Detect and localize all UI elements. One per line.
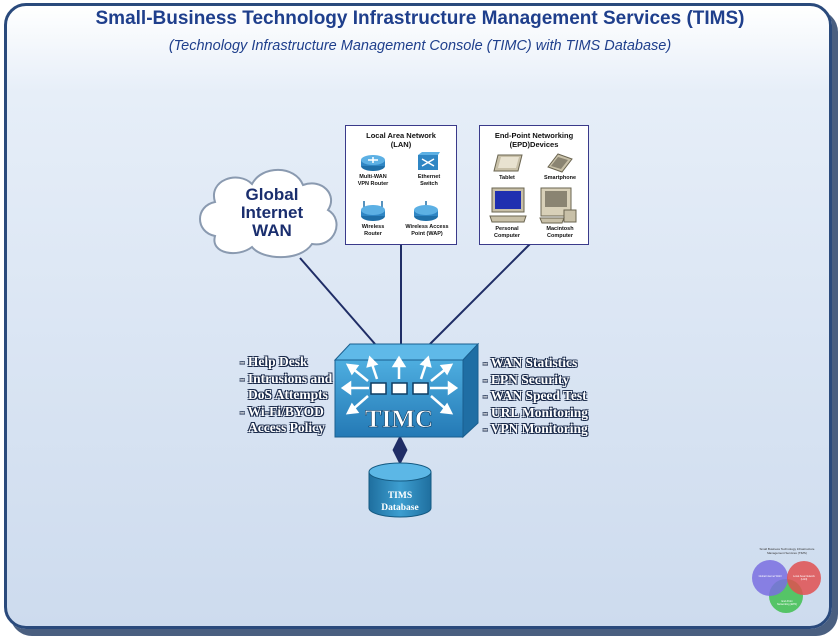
right-feature-1: - EPN Security bbox=[483, 371, 570, 387]
page-title: Small-Business Technology Infrastructure… bbox=[95, 8, 745, 29]
epd-link-line bbox=[429, 243, 531, 345]
lan-device-1-line1: Ethernet bbox=[417, 174, 441, 180]
lan-device-0-line2: VPN Router bbox=[357, 180, 389, 187]
cloud-label-line1: Global bbox=[245, 185, 299, 204]
switch-icon bbox=[418, 152, 440, 170]
wireless-router-icon bbox=[361, 201, 385, 221]
database-label-line1: TIMS bbox=[388, 491, 412, 501]
logo-circle-lan bbox=[787, 561, 821, 595]
epd-device-0-line1: Tablet bbox=[499, 175, 515, 181]
page-subtitle: (Technology Infrastructure Management Co… bbox=[168, 38, 672, 54]
lan-device-3-line1: Wireless Access bbox=[405, 224, 449, 230]
logo-circle-wan bbox=[752, 560, 788, 596]
database-label-line2: Database bbox=[381, 503, 418, 513]
cloud-label-line3: WAN bbox=[252, 221, 292, 240]
cloud-label-line2: Internet bbox=[240, 203, 304, 222]
access-point-icon bbox=[414, 201, 438, 221]
lan-device-2-line2: Router bbox=[364, 230, 382, 237]
lan-device-wireless-router: Wireless Router bbox=[348, 224, 398, 237]
lan-panel-title: Local Area Network (LAN) bbox=[346, 131, 456, 149]
logo-title-line1: Small Business Technology Infrastructure bbox=[759, 547, 815, 551]
epd-device-personal-computer: Personal Computer bbox=[484, 226, 530, 239]
epd-device-2-line1: Personal bbox=[495, 226, 519, 232]
macintosh-computer-icon bbox=[539, 187, 577, 224]
epd-title-line2: (EPD)Devices bbox=[509, 140, 559, 149]
lan-device-2-line1: Wireless bbox=[361, 224, 385, 230]
tablet-icon bbox=[493, 154, 523, 172]
lan-device-3-line2: Point (WAP) bbox=[411, 230, 443, 237]
tims-database: TIMS Database bbox=[368, 462, 432, 518]
lan-title-line2: (LAN) bbox=[390, 140, 412, 149]
lan-device-1-line2: Switch bbox=[420, 180, 438, 187]
lan-device-switch: Ethernet Switch bbox=[404, 174, 454, 187]
left-feature-4: Access Policy bbox=[248, 420, 325, 435]
lan-device-access-point: Wireless Access Point (WAP) bbox=[398, 224, 456, 237]
logo-circles bbox=[752, 560, 821, 613]
epd-device-3-line1: Macintosh bbox=[546, 226, 574, 232]
right-feature-0: - WAN Statistics bbox=[483, 355, 578, 370]
epd-panel-title: End-Point Networking (EPD)Devices bbox=[480, 131, 588, 149]
left-feature-3: - Wi-Fi/BYOD bbox=[240, 403, 324, 419]
epd-device-smartphone: Smartphone bbox=[534, 175, 586, 182]
diagram-frame bbox=[4, 3, 832, 629]
right-feature-2: - WAN Speed Test bbox=[483, 388, 587, 403]
left-feature-2: DoS Attempts bbox=[248, 387, 328, 402]
logo-title: Small Business Technology Infrastructure… bbox=[748, 547, 826, 555]
smartphone-icon bbox=[547, 153, 573, 173]
logo-circle-wan-label: Global Internet WAN bbox=[758, 575, 782, 578]
left-feature-list: - Help Desk - Intrusions and DoS Attempt… bbox=[240, 354, 332, 437]
epd-device-3-line2: Computer bbox=[547, 232, 573, 239]
left-feature-1: - Intrusions and bbox=[240, 370, 333, 386]
epd-device-2-line2: Computer bbox=[494, 232, 520, 239]
timc-console: TIMC bbox=[333, 342, 480, 439]
personal-computer-icon bbox=[489, 187, 527, 223]
logo-title-line2: Management Services (TIMS) bbox=[767, 550, 807, 555]
epd-device-macintosh-computer: Macintosh Computer bbox=[534, 226, 586, 239]
epd-title-line1: End-Point Networking bbox=[494, 131, 574, 140]
timc-label: TIMC bbox=[365, 406, 433, 433]
right-feature-list: - WAN Statistics - EPN Security - WAN Sp… bbox=[483, 355, 588, 438]
left-feature-0: - Help Desk bbox=[240, 354, 308, 369]
cloud-label: Global Internet WAN bbox=[222, 186, 322, 240]
internet-cloud bbox=[199, 169, 338, 259]
epd-device-tablet: Tablet bbox=[484, 175, 530, 182]
lan-device-0-line1: Multi-WAN bbox=[359, 174, 387, 180]
right-feature-3: - URL Monitoring bbox=[483, 404, 589, 420]
logo-circle-lan-label: Local Area Network (LAN) bbox=[793, 575, 815, 581]
lan-title-line1: Local Area Network bbox=[366, 131, 436, 140]
tims-venn-logo: Small Business Technology Infrastructure… bbox=[748, 547, 826, 618]
epd-panel: End-Point Networking (EPD)Devices Tablet… bbox=[479, 125, 589, 245]
router-icon bbox=[361, 155, 385, 171]
right-feature-4: - VPN Monitoring bbox=[483, 421, 588, 436]
epd-device-1-line1: Smartphone bbox=[543, 175, 577, 181]
lan-device-router: Multi-WAN VPN Router bbox=[348, 174, 398, 187]
logo-circle-epn-label: End-Point Networking (EPN) bbox=[776, 600, 797, 606]
lan-panel: Local Area Network (LAN) Multi-WAN VPN R… bbox=[345, 125, 457, 245]
wan-link-line bbox=[299, 257, 376, 345]
